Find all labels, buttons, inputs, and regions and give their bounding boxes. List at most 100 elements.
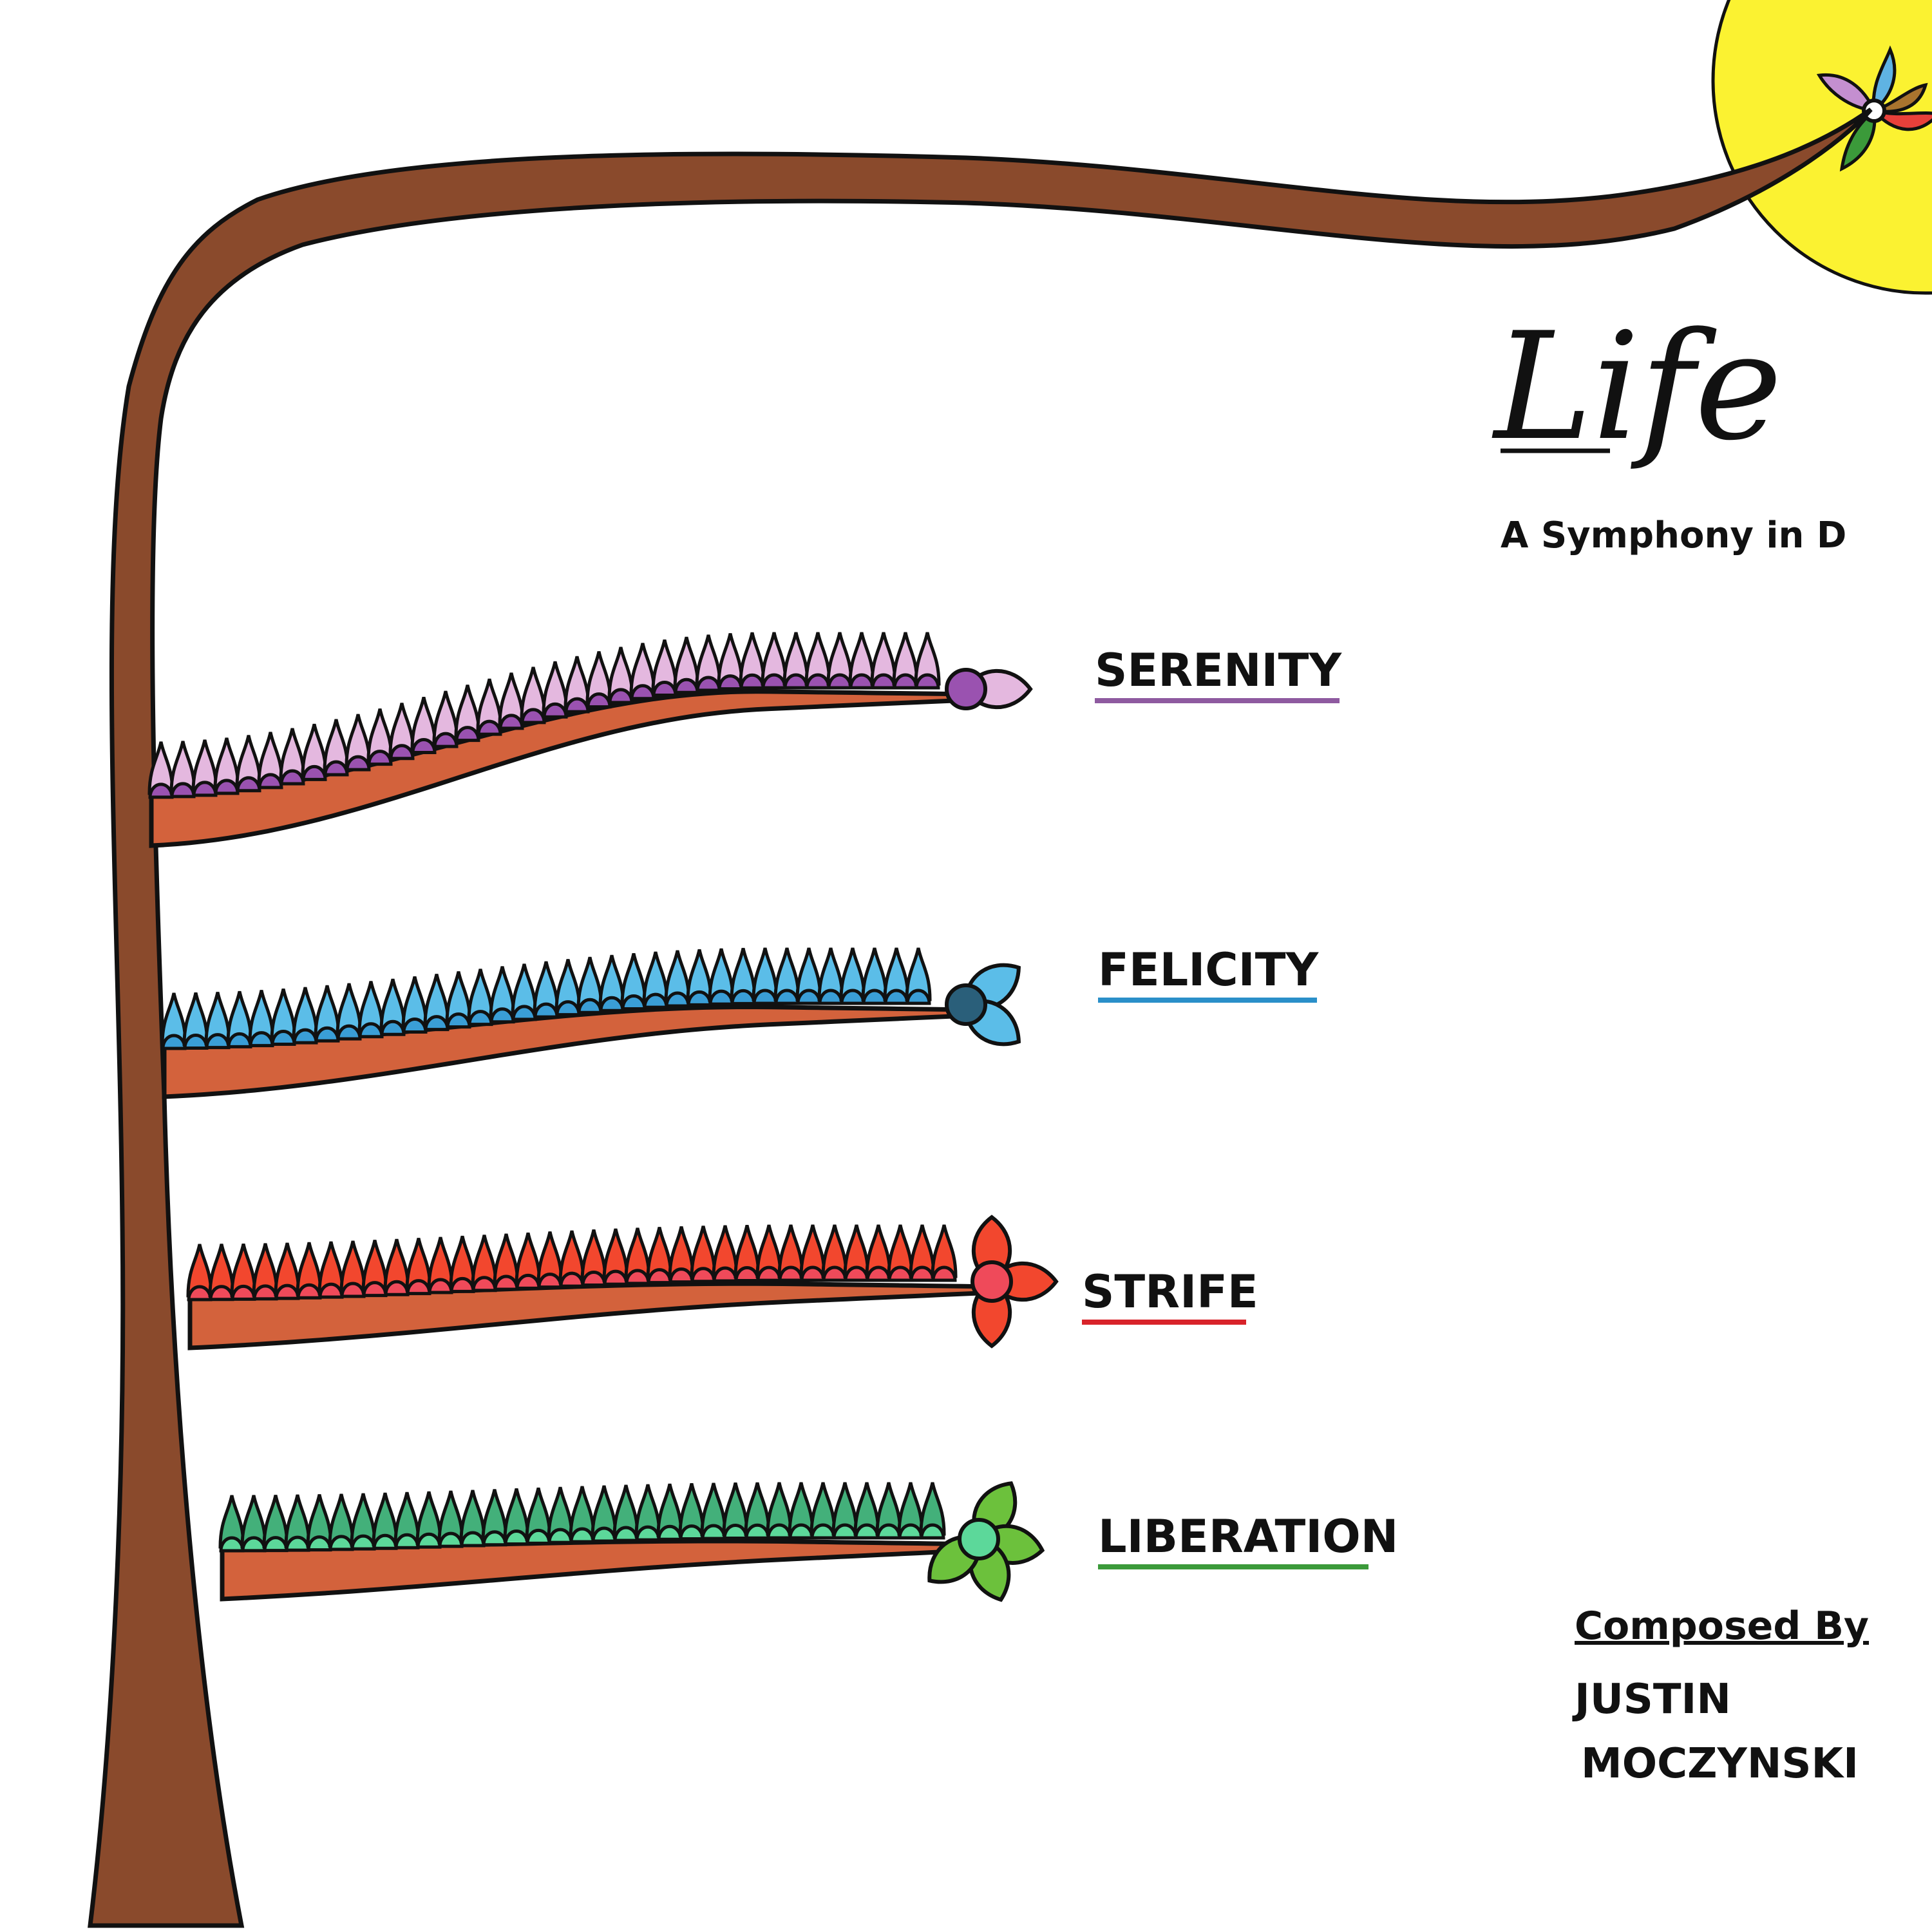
bud-icon <box>402 1018 428 1034</box>
bud-icon <box>350 1534 376 1551</box>
bud-icon <box>438 1531 464 1548</box>
bud-icon <box>783 673 809 690</box>
bud-icon <box>296 1283 322 1300</box>
bud-icon <box>701 1524 726 1540</box>
bud-icon <box>380 1019 406 1036</box>
bud-icon <box>898 1523 923 1540</box>
bud-icon <box>788 1523 814 1540</box>
bud-icon <box>674 677 699 694</box>
bud-icon <box>520 708 546 724</box>
bud-icon <box>292 1028 318 1045</box>
bud-icon <box>533 1002 559 1019</box>
bud-icon <box>323 760 349 777</box>
bud-icon <box>914 673 940 690</box>
bud-icon <box>766 1523 792 1540</box>
bud-icon <box>905 989 931 1005</box>
bud-icon <box>832 1523 858 1540</box>
bud-icon <box>849 673 875 690</box>
bud-icon <box>328 1535 354 1551</box>
bud-icon <box>270 1030 296 1046</box>
bud-icon <box>537 1273 563 1289</box>
bud-icon <box>630 684 656 701</box>
bud-icon <box>569 1527 595 1544</box>
bud-icon <box>591 1526 617 1543</box>
bud-icon <box>796 989 822 1005</box>
bud-icon <box>774 989 800 1005</box>
tree-icon <box>88 108 1873 1928</box>
bud-icon <box>214 779 240 795</box>
flower-icon <box>927 1481 1045 1602</box>
bud-icon <box>547 1528 573 1544</box>
bud-icon <box>613 1526 639 1542</box>
bud-icon <box>471 1276 497 1293</box>
flower-icon <box>945 963 1021 1046</box>
bud-icon <box>258 773 283 790</box>
bud-icon <box>559 1271 585 1288</box>
bud-icon <box>542 702 568 719</box>
bud-icon <box>446 1012 471 1029</box>
bud-icon <box>621 994 647 1010</box>
bud-icon <box>416 1532 442 1549</box>
bud-icon <box>909 1265 935 1282</box>
bud-icon <box>818 989 844 1005</box>
bud-icon <box>274 1283 300 1300</box>
flower-icon <box>945 668 1033 710</box>
bud-icon <box>739 673 765 690</box>
bud-icon <box>840 989 866 1005</box>
bud-icon <box>301 764 327 781</box>
bud-icon <box>455 726 480 743</box>
bud-icon <box>887 1265 913 1282</box>
branch-liberation <box>218 1481 1368 1602</box>
bud-icon <box>625 1269 650 1285</box>
bud-icon <box>433 732 459 748</box>
branch-felicity <box>160 947 1317 1099</box>
bud-icon <box>687 990 712 1007</box>
bud-icon <box>827 673 853 690</box>
bud-icon <box>696 676 721 692</box>
flower-icon <box>971 1215 1059 1349</box>
bud-icon <box>599 996 625 1012</box>
bud-icon <box>822 1265 848 1282</box>
leaf-icon <box>919 1482 946 1536</box>
branch-serenity <box>147 632 1340 848</box>
bud-icon <box>778 1265 804 1282</box>
bud-icon <box>477 719 502 736</box>
bud-icon <box>411 738 437 754</box>
bud-icon <box>468 1010 493 1027</box>
bud-icon <box>345 755 371 772</box>
bud-icon <box>752 989 778 1005</box>
bud-icon <box>424 1015 450 1032</box>
bud-icon <box>314 1026 340 1043</box>
bud-icon <box>227 1032 252 1048</box>
bud-icon <box>252 1284 278 1301</box>
leaf-icon <box>914 632 941 686</box>
bud-icon <box>635 1525 661 1542</box>
bud-icon <box>362 1281 388 1298</box>
bud-icon <box>564 697 590 714</box>
bud-icon <box>665 991 690 1008</box>
bud-icon <box>406 1279 431 1296</box>
leaf-icon <box>905 947 932 1001</box>
branch-strife <box>186 1215 1246 1350</box>
bud-icon <box>498 714 524 730</box>
bud-icon <box>712 1266 738 1283</box>
bud-icon <box>800 1265 826 1282</box>
bud-icon <box>367 750 393 766</box>
bud-icon <box>679 1524 705 1541</box>
bud-icon <box>489 1007 515 1024</box>
bud-icon <box>285 1535 310 1552</box>
bud-icon <box>657 1524 683 1541</box>
bud-icon <box>893 673 918 690</box>
bud-icon <box>249 1031 274 1048</box>
bud-icon <box>318 1282 344 1299</box>
bud-icon <box>577 998 603 1014</box>
bud-icon <box>761 673 787 690</box>
bud-icon <box>708 989 734 1006</box>
bud-icon <box>555 1000 581 1017</box>
bud-icon <box>805 673 831 690</box>
bud-icon <box>236 776 261 793</box>
bud-icon <box>493 1274 519 1291</box>
bud-icon <box>515 1273 541 1290</box>
bud-icon <box>854 1523 880 1540</box>
